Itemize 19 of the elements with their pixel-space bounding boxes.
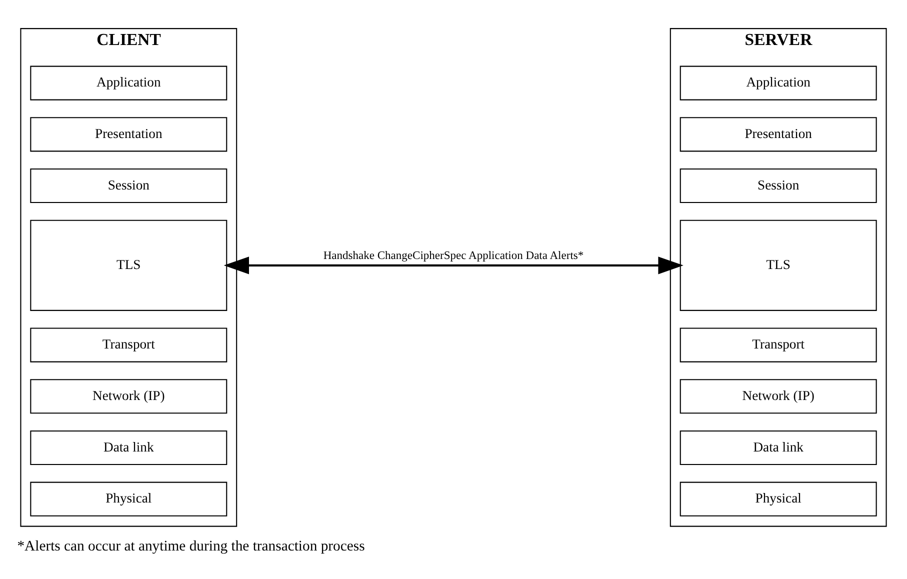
node-box: Physical bbox=[30, 482, 228, 516]
node-box: Session bbox=[30, 168, 228, 204]
node-box: Data link bbox=[680, 430, 877, 466]
node-box: Application bbox=[680, 66, 877, 100]
node-box: Data link bbox=[30, 430, 228, 466]
node-box: Application bbox=[30, 66, 228, 100]
node-box: Session bbox=[680, 168, 877, 204]
arrow bbox=[224, 256, 684, 274]
edge-label: Handshake ChangeCipherSpec Application Data Alerts* bbox=[323, 250, 584, 262]
node-box: Presentation bbox=[30, 117, 228, 152]
node-box: Network (IP) bbox=[30, 379, 228, 414]
caption: *Alerts can occur at anytime during the transaction process bbox=[17, 538, 365, 555]
node-box: TLS bbox=[680, 220, 877, 311]
node-box: Physical bbox=[680, 482, 877, 516]
node-box: Presentation bbox=[680, 117, 877, 152]
node-box: TLS bbox=[30, 220, 228, 311]
node-box: Network (IP) bbox=[680, 379, 877, 414]
node-box: Transport bbox=[680, 328, 877, 362]
node-box: Transport bbox=[30, 328, 228, 362]
